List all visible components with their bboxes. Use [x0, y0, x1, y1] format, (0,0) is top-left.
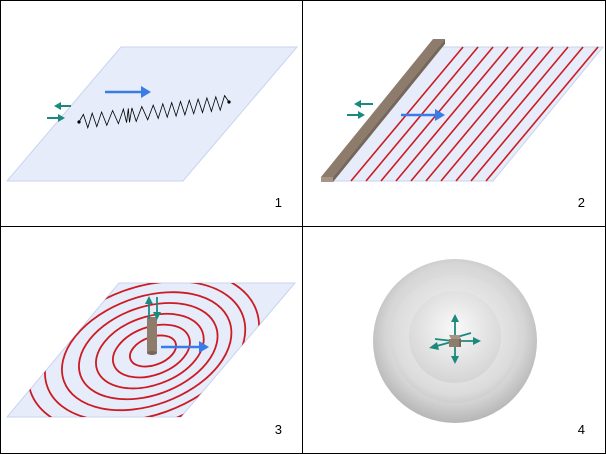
- arrow-head-icon: [435, 109, 445, 121]
- circular-wavefront: [95, 312, 205, 390]
- circular-wavefront: [78, 302, 219, 401]
- plane: [5, 46, 299, 182]
- wavefront-line: [395, 46, 509, 182]
- wavefront-line: [455, 46, 569, 182]
- arrow-head-icon: [199, 341, 209, 353]
- circular-wavefront: [27, 283, 260, 417]
- panel-2: 2: [303, 1, 605, 227]
- wavefront-lines: [350, 46, 599, 182]
- vertical-oscillation-arrows-icon: [145, 296, 161, 320]
- oscillation-arrows-icon: [347, 100, 373, 119]
- panel-number: 4: [577, 422, 585, 437]
- panel-number: 1: [274, 195, 282, 210]
- circular-wavefront: [44, 283, 247, 417]
- panel-4-drawing: [373, 259, 537, 423]
- source-bar: [321, 39, 445, 182]
- wavefront-line: [485, 46, 599, 182]
- circular-wavefronts: [27, 283, 260, 417]
- spring-end-left: [77, 120, 81, 124]
- panel-3-drawing: [5, 282, 297, 418]
- spring-end-right: [227, 100, 231, 104]
- arrow-head-icon: [141, 86, 151, 98]
- circular-wavefront: [61, 291, 233, 412]
- panel-2-drawing: [321, 39, 605, 182]
- panel-4: 4: [303, 227, 605, 453]
- wavefront-line: [440, 46, 554, 182]
- rod-source: [147, 317, 157, 355]
- wavefront-line: [410, 46, 524, 182]
- point-source-block: [449, 335, 461, 347]
- panel-1-drawing: [5, 46, 299, 182]
- wavefront-line: [425, 46, 539, 182]
- spring-coil: [78, 94, 230, 130]
- circular-wavefront: [112, 323, 191, 379]
- panel-number: 2: [577, 195, 585, 210]
- wavefront-line: [470, 46, 584, 182]
- panel-number: 3: [274, 422, 282, 437]
- panel-3: 3: [1, 227, 303, 453]
- panel-1: 1: [1, 1, 303, 227]
- oscillation-arrows-icon: [47, 102, 71, 122]
